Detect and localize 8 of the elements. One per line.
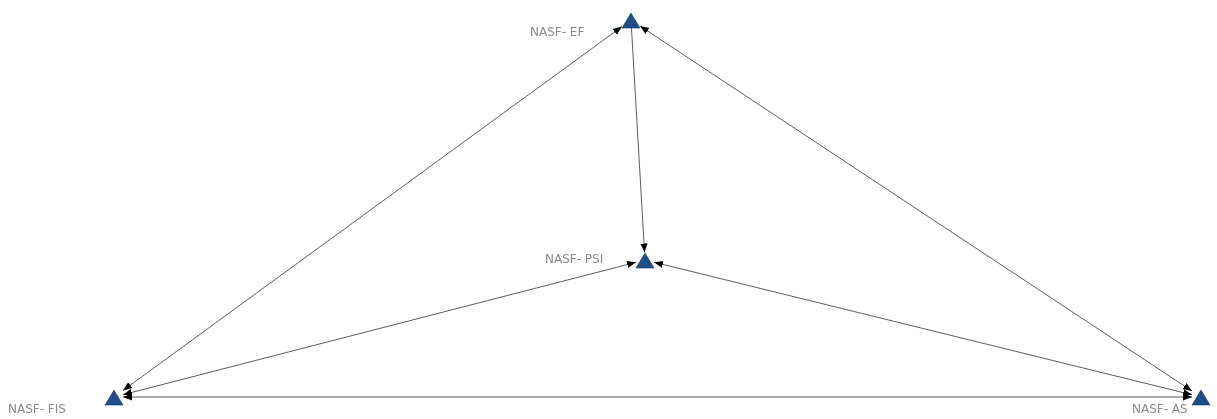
node-label: NASF- EF xyxy=(530,25,585,39)
connector-arrow xyxy=(122,261,637,396)
node-label: NASF- AS xyxy=(1132,402,1188,416)
connector-arrow xyxy=(653,260,1193,397)
node-label: NASF- PSI xyxy=(545,252,604,266)
connector-arrow xyxy=(122,393,1193,401)
node-label: NASF- FIS xyxy=(8,402,66,416)
connector-arrow xyxy=(122,26,623,391)
